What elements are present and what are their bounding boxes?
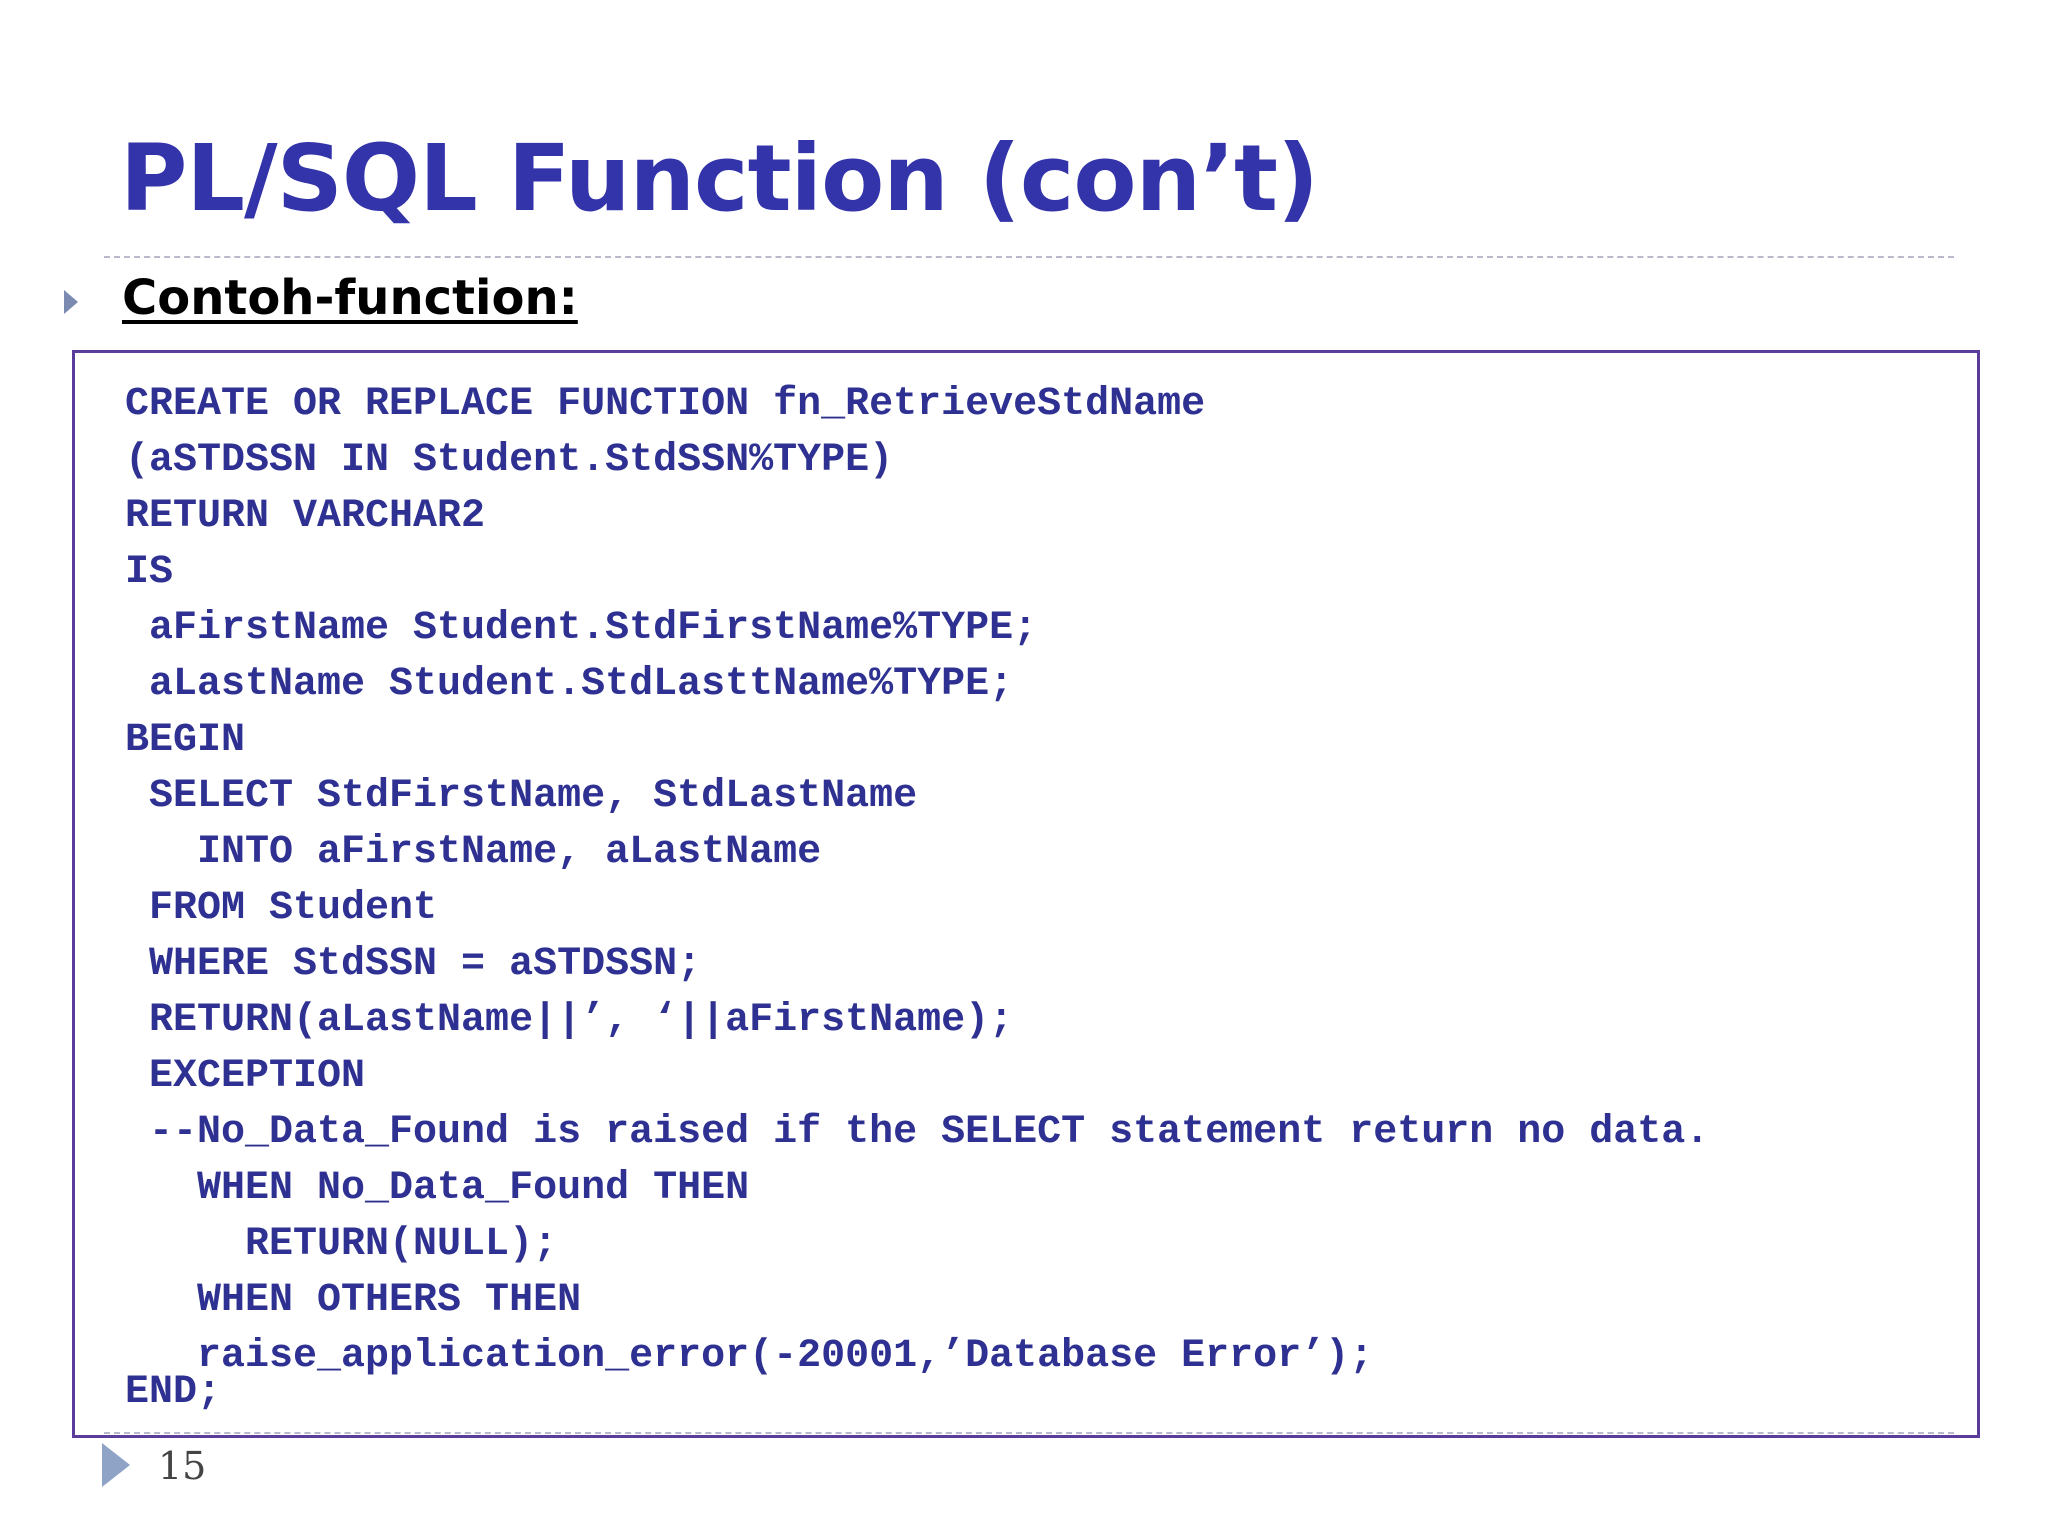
code-line: aLastName Student.StdLasttName%TYPE; (125, 662, 1014, 707)
footer-divider (104, 1432, 1954, 1434)
page-number: 15 (158, 1444, 207, 1488)
code-line: WHEN OTHERS THEN (125, 1278, 582, 1323)
code-line: INTO aFirstName, aLastName (125, 830, 822, 875)
code-line: RETURN VARCHAR2 (125, 494, 486, 539)
code-line: IS (125, 550, 174, 595)
code-line: RETURN(NULL); (125, 1222, 558, 1267)
bullet-arrow-icon (64, 290, 78, 314)
code-line: raise_application_error(-20001,’Database… (125, 1334, 1374, 1379)
footer-arrow-icon (102, 1443, 130, 1487)
code-comment-line: --No_Data_Found is raised if the SELECT … (125, 1110, 1710, 1155)
code-box: CREATE OR REPLACE FUNCTION fn_RetrieveSt… (72, 350, 1980, 1438)
code-line: RETURN(aLastName||’, ‘||aFirstName); (125, 998, 1014, 1043)
code-line: SELECT StdFirstName, StdLastName (125, 774, 918, 819)
code-line: CREATE OR REPLACE FUNCTION fn_RetrieveSt… (125, 382, 1206, 427)
code-line: WHEN No_Data_Found THEN (125, 1166, 750, 1211)
code-line: WHERE StdSSN = aSTDSSN; (125, 942, 702, 987)
code-line: (aSTDSSN IN Student.StdSSN%TYPE) (125, 438, 894, 483)
code-line: EXCEPTION (125, 1054, 366, 1099)
code-line: END; (125, 1370, 222, 1415)
code-line: BEGIN (125, 718, 246, 763)
bullet-heading: Contoh-function: (122, 270, 578, 326)
code-line: FROM Student (125, 886, 438, 931)
slide-title: PL/SQL Function (con’t) (120, 125, 1319, 232)
code-line: aFirstName Student.StdFirstName%TYPE; (125, 606, 1038, 651)
title-divider (104, 256, 1954, 258)
